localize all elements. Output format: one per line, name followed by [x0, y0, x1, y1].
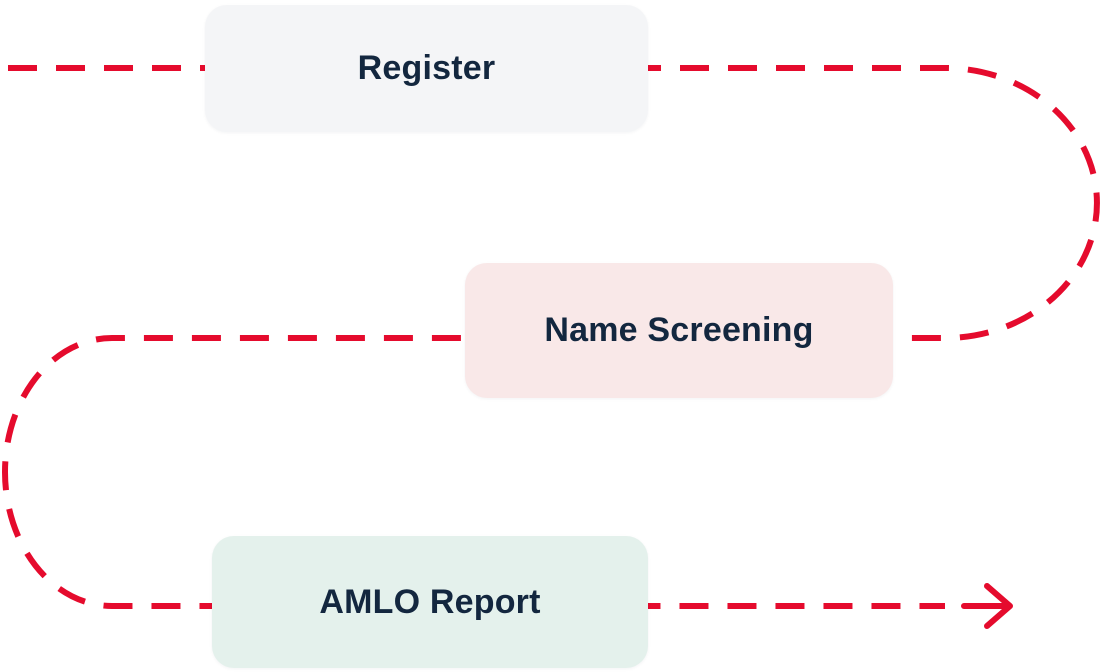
flow-node-amlo-report: AMLO Report — [212, 536, 648, 668]
flow-node-amlo-report-label: AMLO Report — [319, 582, 541, 621]
flow-node-name-screening-label: Name Screening — [544, 311, 814, 349]
flow-node-register: Register — [205, 5, 648, 132]
arrow-right-icon — [961, 583, 1013, 629]
flow-node-name-screening: Name Screening — [465, 263, 893, 398]
flow-node-register-label: Register — [357, 49, 496, 87]
flow-dashed-path — [2, 65, 1100, 609]
